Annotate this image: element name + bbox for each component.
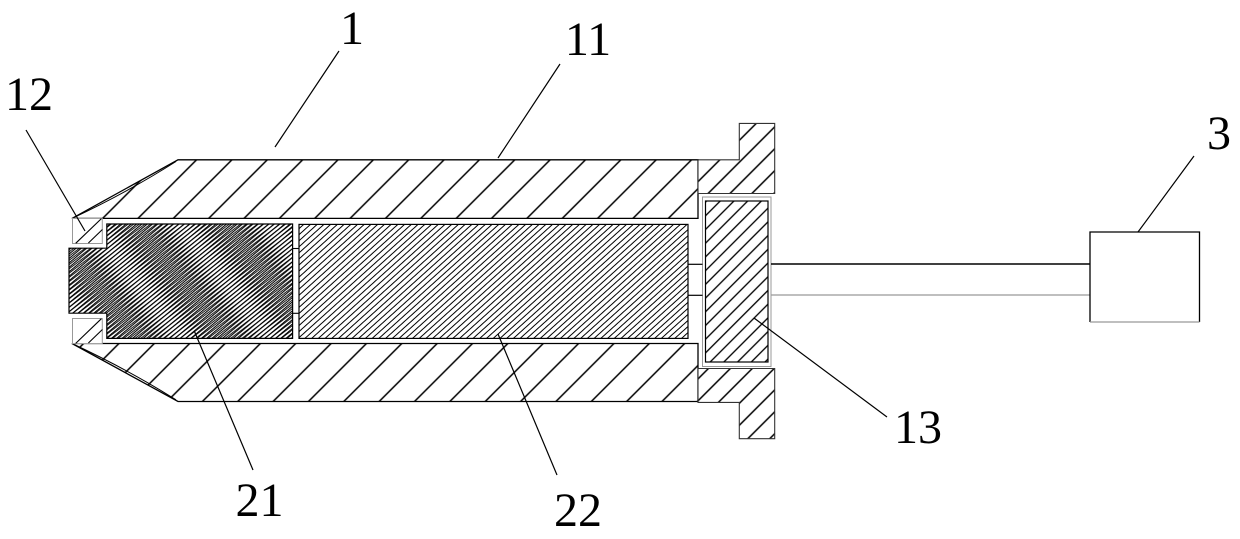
svg-text:11: 11	[565, 13, 611, 66]
svg-text:3: 3	[1207, 107, 1231, 160]
svg-text:13: 13	[894, 401, 942, 454]
svg-text:21: 21	[236, 474, 284, 527]
svg-text:1: 1	[340, 2, 364, 55]
svg-text:12: 12	[5, 68, 53, 121]
svg-text:22: 22	[554, 484, 602, 537]
